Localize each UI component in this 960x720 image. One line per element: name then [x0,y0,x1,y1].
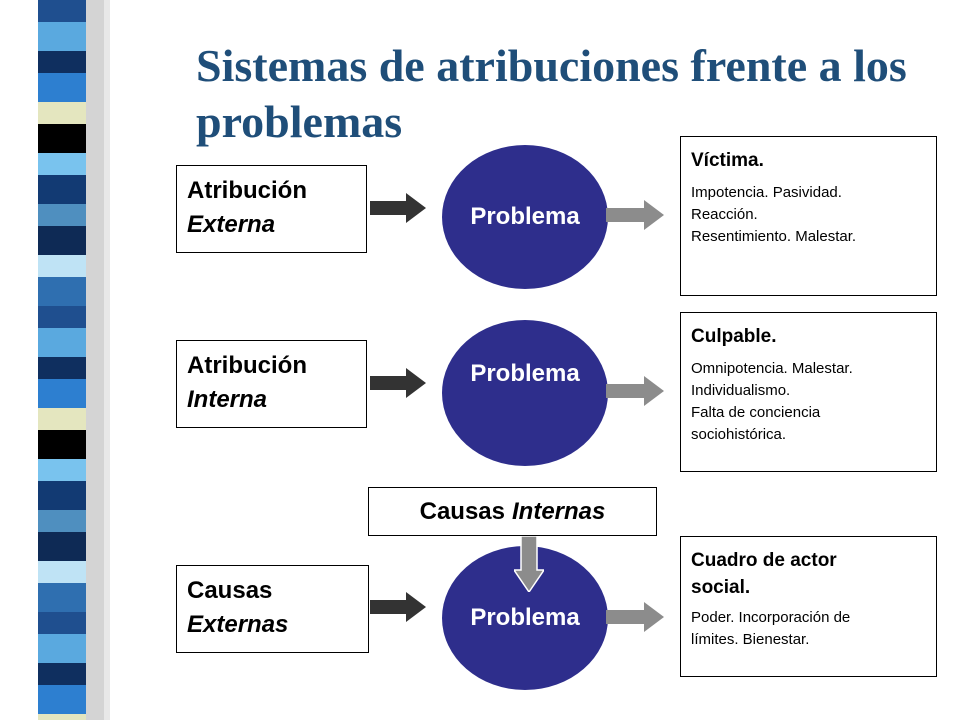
result-box-actor-social: Cuadro de actor social. Poder. Incorpora… [680,536,937,677]
stripe-cell [38,277,86,306]
right-arrow-grey [606,200,664,230]
stripe-cell [38,306,86,328]
down-arrow-grey [514,536,544,592]
stripe-cell [38,561,86,583]
stripe-cell [38,379,86,408]
right-arrow-dark [370,592,426,622]
result-description: Impotencia. Pasividad. Reacción. Resenti… [691,182,926,248]
stripe-cell [38,357,86,379]
left-box-line2: Externas [187,611,289,638]
stripe-cell [38,22,86,51]
stripe-cell [38,663,86,685]
stripe-cell [38,459,86,481]
left-box-line1: Atribución [187,352,307,379]
problema-circle: Problema [442,145,608,289]
result-title: Culpable. [691,326,777,347]
stripe-cell [38,634,86,663]
result-title-line: Cuadro de actor [691,550,837,571]
stripe-cell [38,102,86,124]
result-description: Omnipotencia. Malestar. Individualismo. … [691,358,926,446]
right-arrow-grey [606,376,664,406]
stripe-cell [38,583,86,612]
causas-internas-box: Causas Internas [368,487,657,536]
problema-circle: Problema [442,320,608,466]
result-line: límites. Bienestar. [691,631,810,648]
left-box-line2: Interna [187,386,268,413]
result-box-victima: Víctima. Impotencia. Pasividad. Reacción… [680,136,937,296]
stripe-cell [38,255,86,277]
result-line: Resentimiento. Malestar. [691,228,857,245]
stripe-cell [38,714,86,720]
slide-title: Sistemas de atribuciones frente a los pr… [196,40,907,147]
stripe-cell [38,73,86,102]
right-arrow-grey [606,602,664,632]
result-line: Falta de conciencia [691,404,821,421]
left-box-atribucion-externa: Atribución Externa [176,165,367,253]
result-description: Poder. Incorporación de límites. Bienest… [691,607,926,651]
result-line: Omnipotencia. Malestar. [691,360,853,377]
stripe-cell [38,51,86,73]
result-line: Individualismo. [691,382,791,399]
center-box-part2: Internas [512,497,606,525]
result-title: Cuadro de actor social. [691,547,926,601]
result-title-line: social. [691,577,751,598]
result-title: Víctima. [691,150,764,171]
right-arrow-dark [370,193,426,223]
left-box-line1: Atribución [187,177,307,204]
stripe-cell [38,124,86,153]
stripe-cell [38,612,86,634]
stripe-cell [38,204,86,226]
stripe-cell [38,430,86,459]
result-box-culpable: Culpable. Omnipotencia. Malestar. Indivi… [680,312,937,472]
stripe-cell [38,532,86,561]
stripe-cell [38,685,86,714]
result-line: Poder. Incorporación de [691,609,851,626]
decorative-stripe-band [0,0,110,720]
stripe-cell [38,510,86,532]
left-box-causas-externas: Causas Externas [176,565,369,653]
result-line: sociohistórica. [691,426,787,443]
stripe-cell [38,153,86,175]
result-line: Reacción. [691,206,758,223]
left-box-line1: Causas [187,577,273,604]
left-box-atribucion-interna: Atribución Interna [176,340,367,428]
result-line: Impotencia. Pasividad. [691,184,842,201]
stripe-cell [38,481,86,510]
stripe-cell [38,408,86,430]
stripe-cell [38,0,86,22]
center-box-part1: Causas [419,497,505,525]
right-arrow-dark [370,368,426,398]
stripe-cell [38,226,86,255]
stripe-cell [38,328,86,357]
left-box-line2: Externa [187,211,276,238]
stripe-cell [38,175,86,204]
